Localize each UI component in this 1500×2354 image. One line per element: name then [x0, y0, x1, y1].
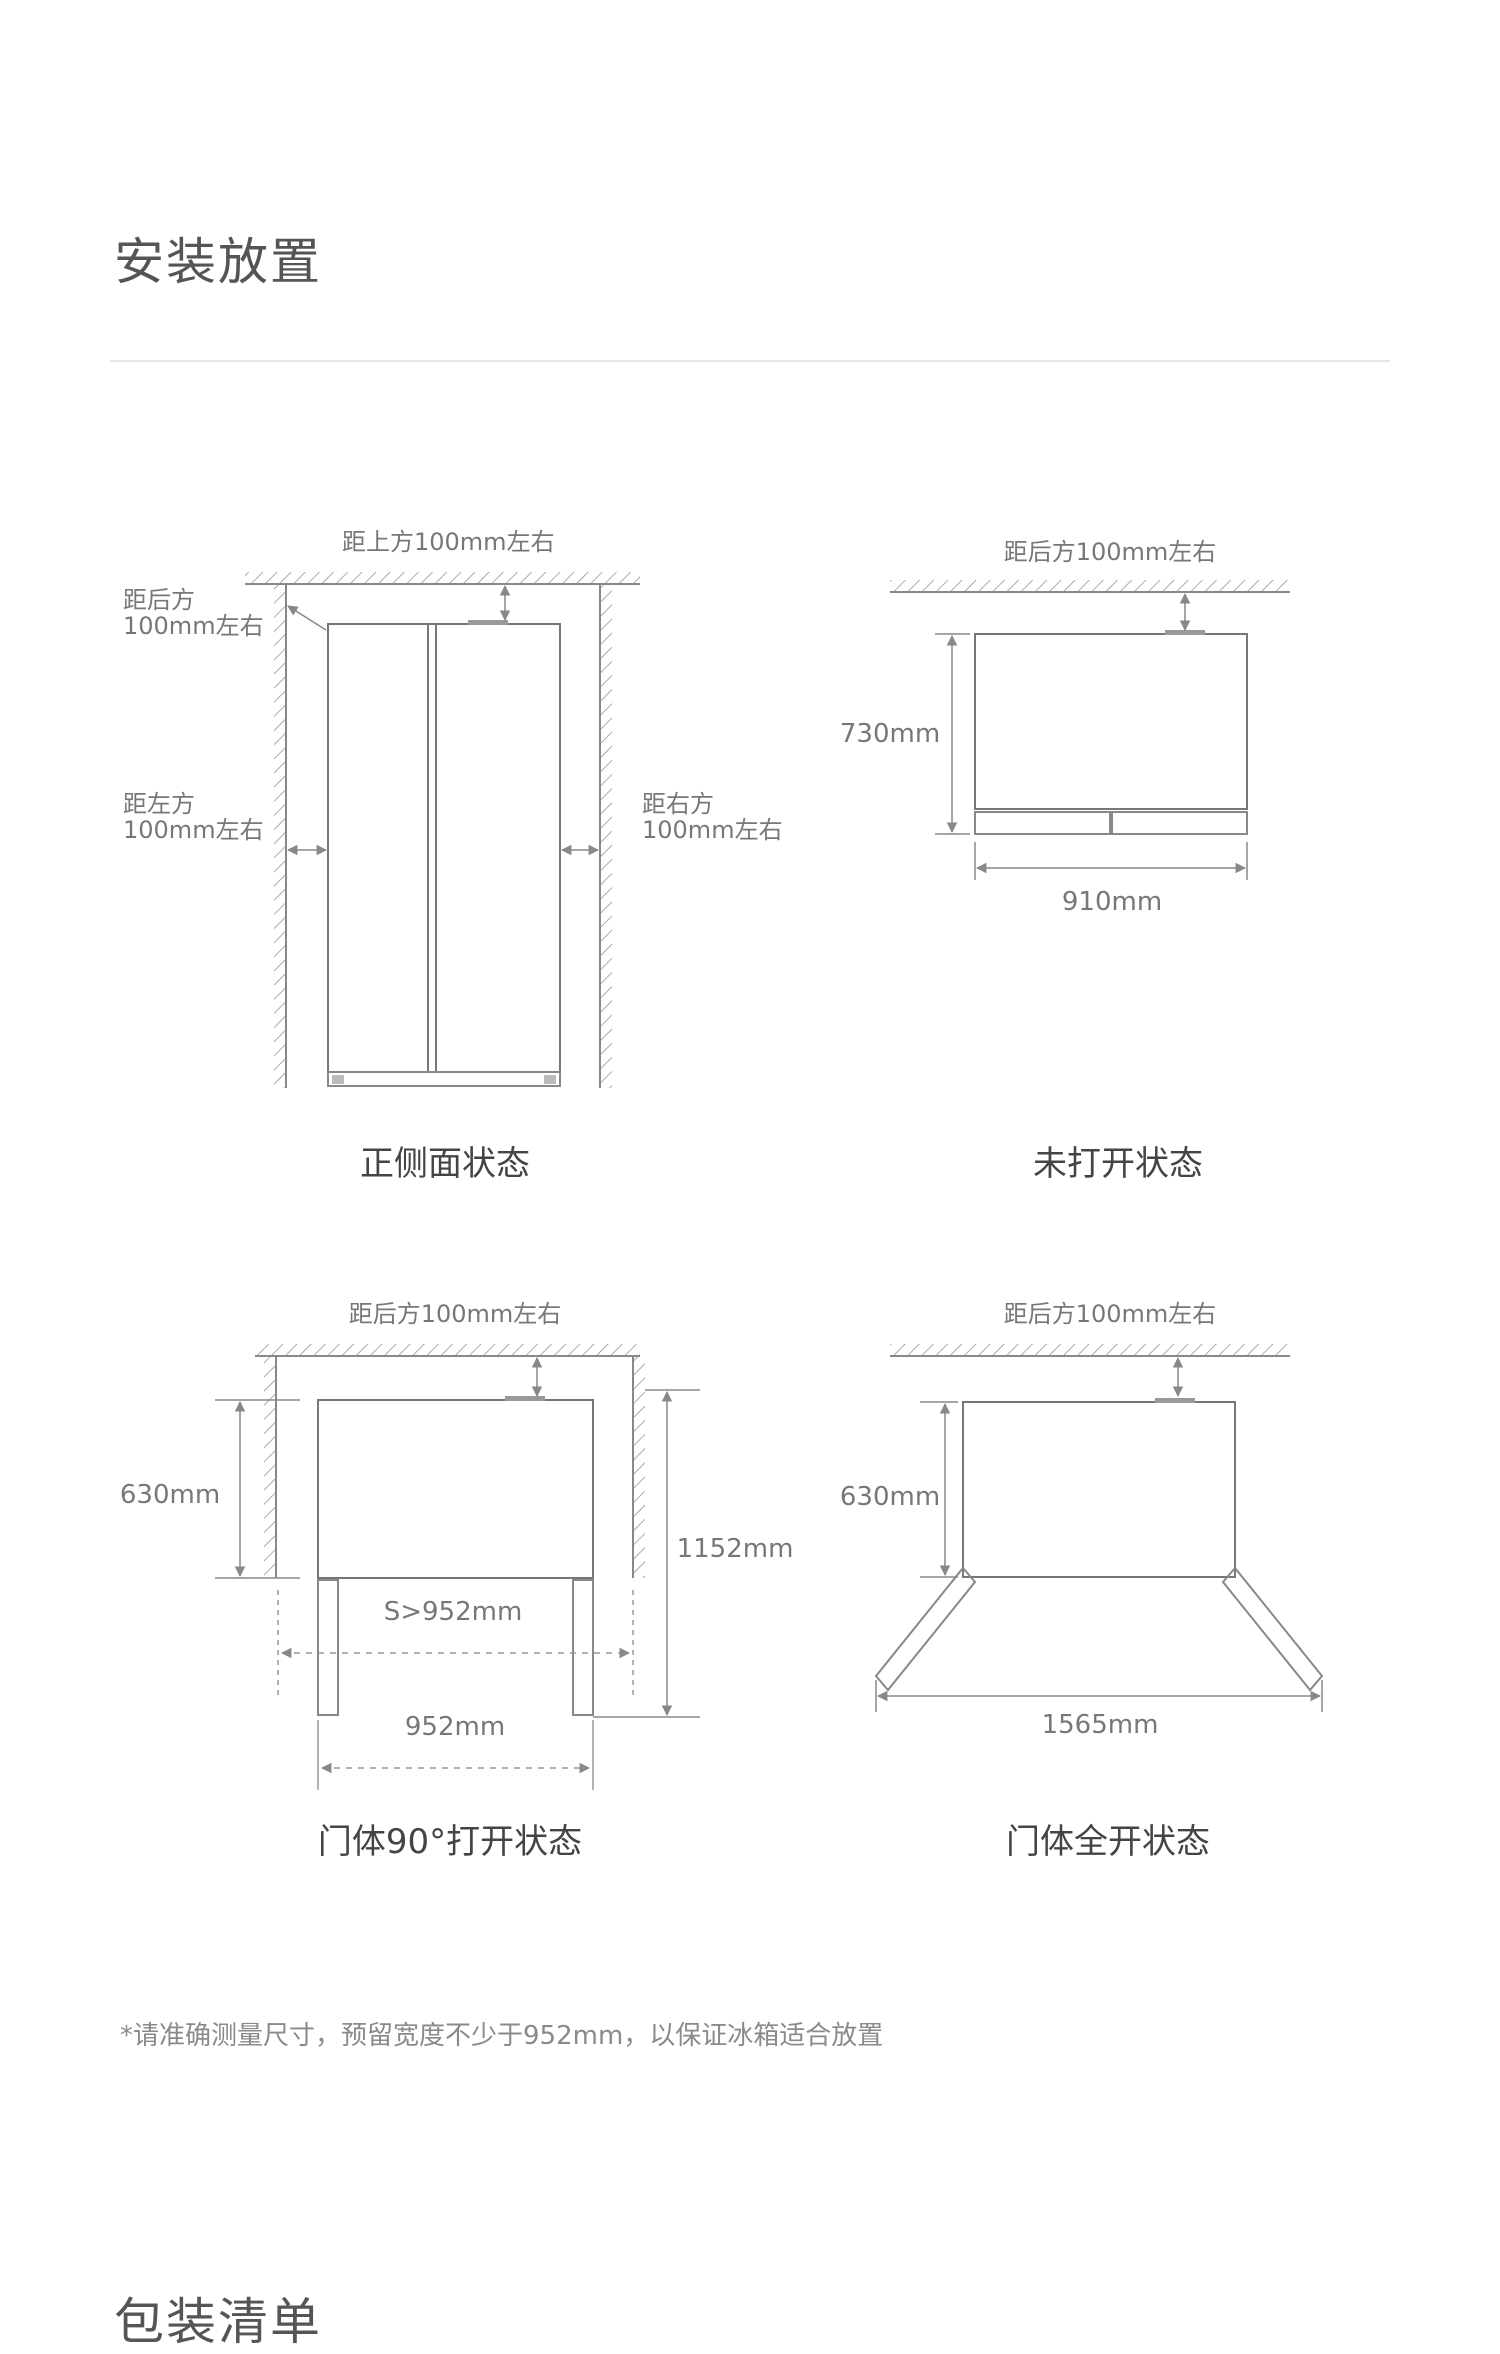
full-depth-label: 630mm	[840, 1482, 940, 1512]
right-wall-2	[633, 1356, 645, 1578]
top-wall	[245, 572, 640, 584]
full-open-diagram: 距后方100mm左右 630mm 1565mm 门体全开状态	[840, 1300, 1324, 1862]
front-view-diagram: 距上方100mm左右 距后方 100mm左右 距左方 100mm左右 距右方 1…	[123, 528, 783, 1184]
page-title: 安装放置	[114, 233, 322, 291]
closed-back-gap-label: 距后方100mm左右	[1004, 538, 1217, 566]
measurement-note: *请准确测量尺寸，预留宽度不少于952mm，以保证冰箱适合放置	[120, 2021, 884, 2051]
door90-total-depth-label: 1152mm	[677, 1534, 794, 1564]
door-90-open-diagram: 距后方100mm左右 630mm 1152mm S>952mm 952mm 门体…	[120, 1300, 794, 1862]
front-back-gap-label-2: 100mm左右	[123, 612, 264, 640]
closed-depth-label: 730mm	[840, 719, 940, 749]
left-door-open	[874, 1566, 977, 1692]
back-wall	[890, 580, 1290, 592]
right-door-90	[572, 1579, 594, 1716]
door90-back-gap-label: 距后方100mm左右	[349, 1300, 562, 1328]
left-wall-2	[264, 1356, 276, 1578]
closed-state-diagram: 距后方100mm左右 730mm 910mm 未打开状态	[840, 538, 1290, 1184]
left-door-top	[974, 811, 1111, 835]
right-door-top	[1111, 811, 1248, 835]
door90-width-label: 952mm	[405, 1712, 505, 1742]
back-wall-3	[890, 1344, 1290, 1356]
front-view-caption: 正侧面状态	[360, 1144, 530, 1184]
left-door-90	[317, 1579, 339, 1716]
front-back-gap-label-1: 距后方	[123, 586, 195, 614]
front-left-gap-label-1: 距左方	[123, 790, 195, 818]
back-wall-2	[255, 1344, 640, 1356]
full-open-caption: 门体全开状态	[1006, 1822, 1210, 1862]
closed-width-label: 910mm	[1062, 887, 1162, 917]
full-width-label: 1565mm	[1042, 1710, 1159, 1740]
title-divider	[110, 360, 1390, 362]
front-right-gap-label-2: 100mm左右	[642, 816, 783, 844]
closed-state-caption: 未打开状态	[1033, 1144, 1203, 1184]
door90-space-width-label: S>952mm	[384, 1597, 523, 1627]
fridge-body-full	[962, 1401, 1236, 1578]
full-back-gap-label: 距后方100mm左右	[1004, 1300, 1217, 1328]
right-wall	[600, 584, 612, 1088]
fridge-base	[327, 1071, 561, 1087]
fridge-front	[327, 623, 561, 1073]
fridge-body-top	[974, 633, 1248, 810]
right-door-open	[1221, 1566, 1324, 1692]
door90-depth-label: 630mm	[120, 1480, 220, 1510]
fridge-body-90	[317, 1399, 594, 1579]
front-right-gap-label-1: 距右方	[642, 790, 714, 818]
left-wall	[274, 584, 286, 1088]
door90-caption: 门体90°打开状态	[318, 1822, 582, 1862]
front-top-gap-label: 距上方100mm左右	[342, 528, 555, 556]
next-section-title: 包装清单	[114, 2293, 322, 2351]
front-left-gap-label-2: 100mm左右	[123, 816, 264, 844]
